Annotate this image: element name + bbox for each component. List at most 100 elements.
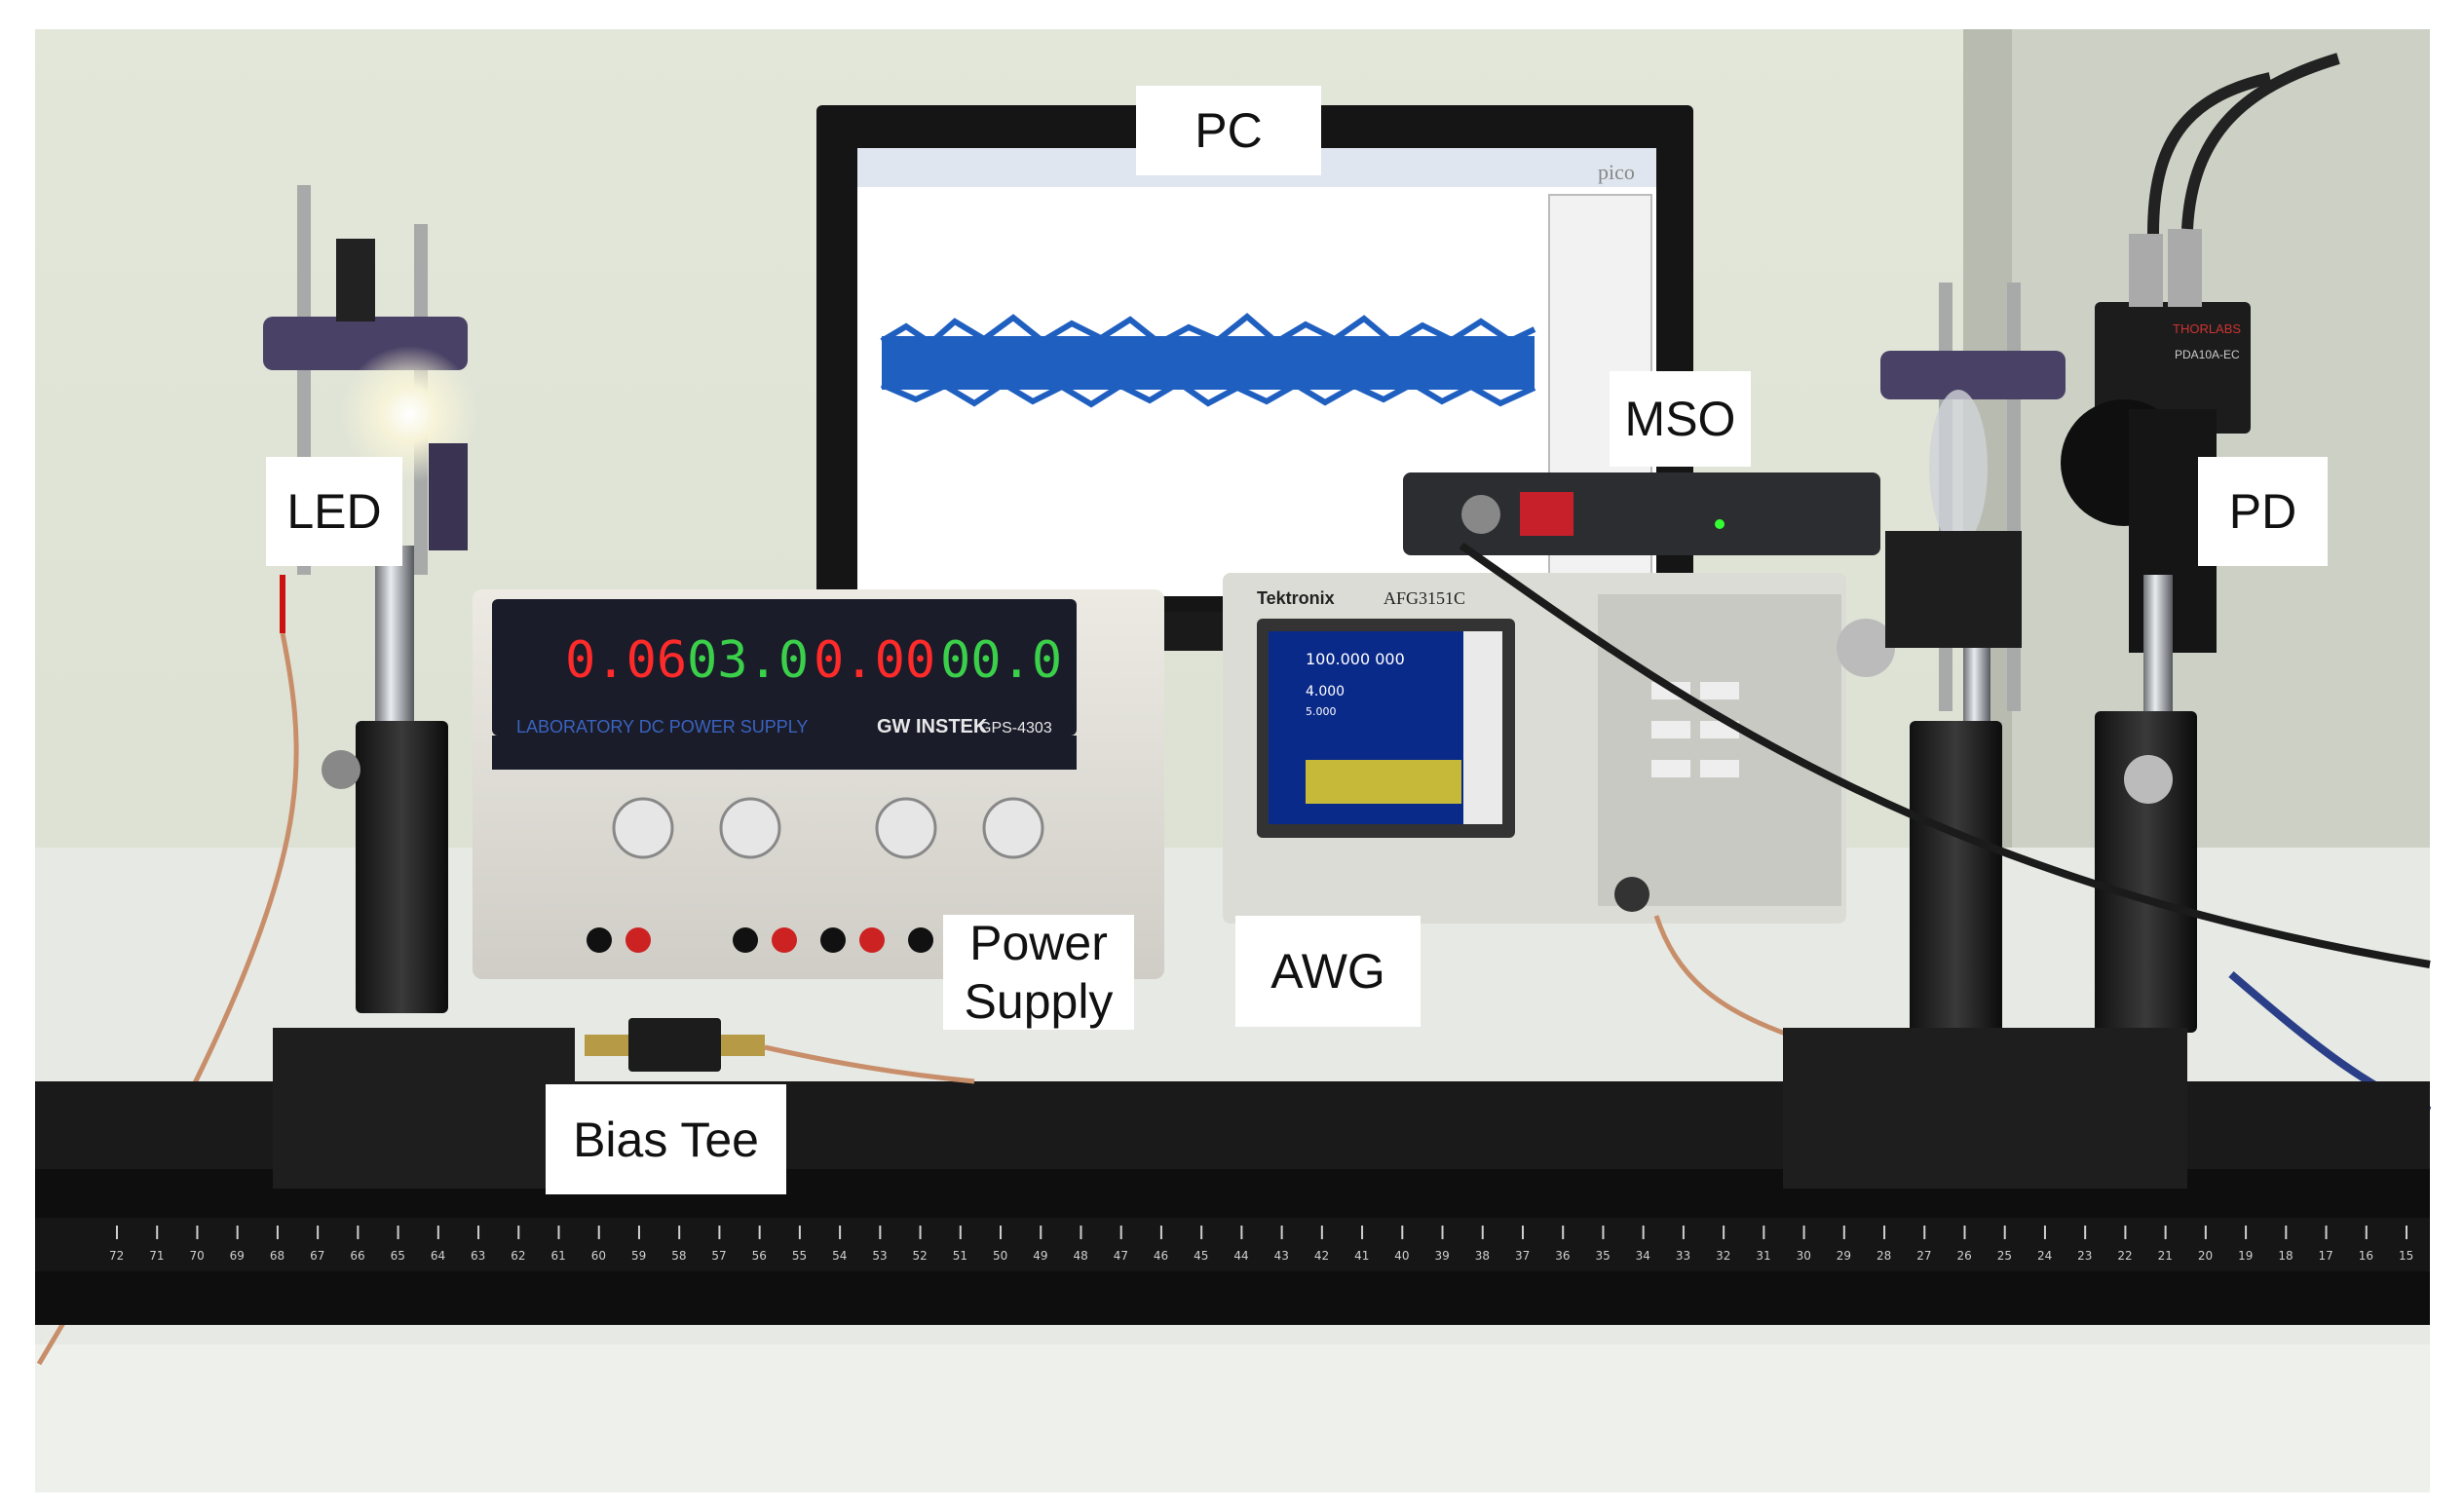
ruler-tick-label: 21 [2158, 1249, 2173, 1263]
awg-instrument: Tektronix AFG3151C 100.000 000 4.000 5.0… [1223, 573, 1895, 924]
led-mount [263, 185, 477, 1013]
ruler-tick-label: 24 [2037, 1249, 2052, 1263]
ruler-tick-label: 51 [953, 1249, 967, 1263]
label-pc: PC [1136, 86, 1321, 175]
ruler-tick-label: 22 [2117, 1249, 2132, 1263]
awg-brand: Tektronix [1257, 588, 1335, 608]
label-power-supply-line1: Power [969, 916, 1108, 970]
awg-ampl: 4.000 [1306, 684, 1345, 699]
ruler-tick-label: 20 [2198, 1249, 2213, 1263]
ruler-tick-label: 47 [1114, 1249, 1128, 1263]
ruler-tick-label: 17 [2319, 1249, 2333, 1263]
bench-front [35, 1344, 2430, 1492]
optical-rail [35, 1028, 2430, 1325]
knob-ch1-voltage [719, 797, 781, 859]
ruler-tick-label: 40 [1394, 1249, 1409, 1263]
ruler-tick-label: 33 [1676, 1249, 1690, 1263]
lens-mount [1880, 283, 2066, 1042]
ruler-tick-label: 67 [310, 1249, 324, 1263]
ruler-tick-label: 28 [1876, 1249, 1891, 1263]
ruler-tick-label: 54 [832, 1249, 847, 1263]
ruler-tick-label: 27 [1916, 1249, 1931, 1263]
ruler-tick-label: 26 [1956, 1249, 1971, 1263]
ruler-tick-label: 48 [1073, 1249, 1087, 1263]
ruler-tick-label: 31 [1756, 1249, 1770, 1263]
pd-brand: THORLABS [2173, 321, 2241, 336]
ruler-scale: 72 71 70 69 68 67 66 65 64 63 62 61 60 59 58 57 56 55 54 53… [109, 1226, 2413, 1263]
awg-offset: 5.000 [1306, 705, 1337, 718]
psu-display-3: 0.00 [814, 631, 935, 690]
label-pd: PD [2198, 457, 2328, 566]
label-awg: AWG [1235, 916, 1421, 1027]
ruler-tick-label: 68 [270, 1249, 284, 1263]
knob-ch1-current [612, 797, 674, 859]
ruler-tick-label: 32 [1716, 1249, 1730, 1263]
ruler-tick-label: 42 [1314, 1249, 1329, 1263]
monitor-brand: pico [1598, 160, 1635, 184]
ruler-tick-label: 45 [1194, 1249, 1208, 1263]
ruler-tick-label: 35 [1595, 1249, 1610, 1263]
ruler-tick-label: 23 [2077, 1249, 2092, 1263]
ruler-tick-label: 62 [511, 1249, 525, 1263]
ruler-tick-label: 66 [350, 1249, 364, 1263]
ruler-tick-label: 72 [109, 1249, 124, 1263]
ruler-tick-label: 34 [1636, 1249, 1650, 1263]
ruler-tick-label: 39 [1435, 1249, 1450, 1263]
ruler-tick-label: 50 [993, 1249, 1007, 1263]
ruler-tick-label: 38 [1475, 1249, 1490, 1263]
knob-ch2-voltage [982, 797, 1044, 859]
ruler-tick-label: 41 [1354, 1249, 1369, 1263]
ruler-tick-label: 18 [2278, 1249, 2293, 1263]
ruler-tick-label: 36 [1555, 1249, 1570, 1263]
awg-model: AFG3151C [1384, 588, 1465, 608]
ruler-tick-label: 19 [2238, 1249, 2253, 1263]
psu-display-4: 00.0 [940, 631, 1062, 690]
pd-detector: THORLABS PDA10A-EC [2061, 53, 2340, 1033]
label-mso: MSO [1610, 371, 1751, 467]
ruler-tick-label: 46 [1154, 1249, 1168, 1263]
awg-freq: 100.000 000 [1306, 650, 1405, 668]
ruler-tick-label: 65 [391, 1249, 405, 1263]
ruler-tick-label: 53 [872, 1249, 887, 1263]
ruler-tick-label: 29 [1837, 1249, 1851, 1263]
ruler-tick-label: 64 [431, 1249, 445, 1263]
ruler-tick-label: 58 [671, 1249, 686, 1263]
pc-monitor: pico [816, 105, 1693, 651]
psu-model: GPS-4303 [979, 720, 1052, 737]
ruler-tick-label: 69 [230, 1249, 245, 1263]
ruler-tick-label: 63 [471, 1249, 485, 1263]
knob-ch2-current [875, 797, 937, 859]
ruler-tick-label: 15 [2399, 1249, 2413, 1263]
power-supply: 0.06 03.0 0.00 00.0 LABORATORY DC POWER … [473, 589, 1164, 979]
ruler-tick-label: 56 [752, 1249, 767, 1263]
ruler-tick-label: 60 [591, 1249, 606, 1263]
ruler-tick-label: 16 [2359, 1249, 2373, 1263]
ruler-tick-label: 55 [792, 1249, 807, 1263]
psu-brand: GW INSTEK [877, 716, 988, 737]
ruler-tick-label: 25 [1997, 1249, 2012, 1263]
ruler-tick-label: 43 [1274, 1249, 1289, 1263]
psu-panel-text: LABORATORY DC POWER SUPPLY [516, 717, 808, 737]
psu-display-1: 0.06 [565, 631, 687, 690]
awg-trace [1306, 760, 1461, 804]
ruler-tick-label: 30 [1797, 1249, 1811, 1263]
ruler-tick-label: 57 [711, 1249, 726, 1263]
pd-model: PDA10A-EC [2175, 348, 2240, 361]
label-bias-tee: Bias Tee [546, 1084, 786, 1194]
mso-device [1403, 472, 1880, 555]
ruler-tick-label: 61 [551, 1249, 566, 1263]
ruler-tick-label: 52 [913, 1249, 928, 1263]
ruler-tick-label: 37 [1515, 1249, 1530, 1263]
label-power-supply: Power Supply [943, 915, 1134, 1030]
bias-tee-device [585, 1018, 975, 1084]
waveform-noise [880, 313, 1536, 347]
label-led: LED [266, 457, 402, 566]
ruler-tick-label: 44 [1233, 1249, 1248, 1263]
ruler-tick-label: 59 [631, 1249, 646, 1263]
ruler-tick-label: 71 [149, 1249, 164, 1263]
waveform [882, 336, 1535, 390]
ruler-tick-label: 49 [1033, 1249, 1047, 1263]
psu-display-2: 03.0 [687, 631, 809, 690]
ruler-tick-label: 70 [189, 1249, 204, 1263]
